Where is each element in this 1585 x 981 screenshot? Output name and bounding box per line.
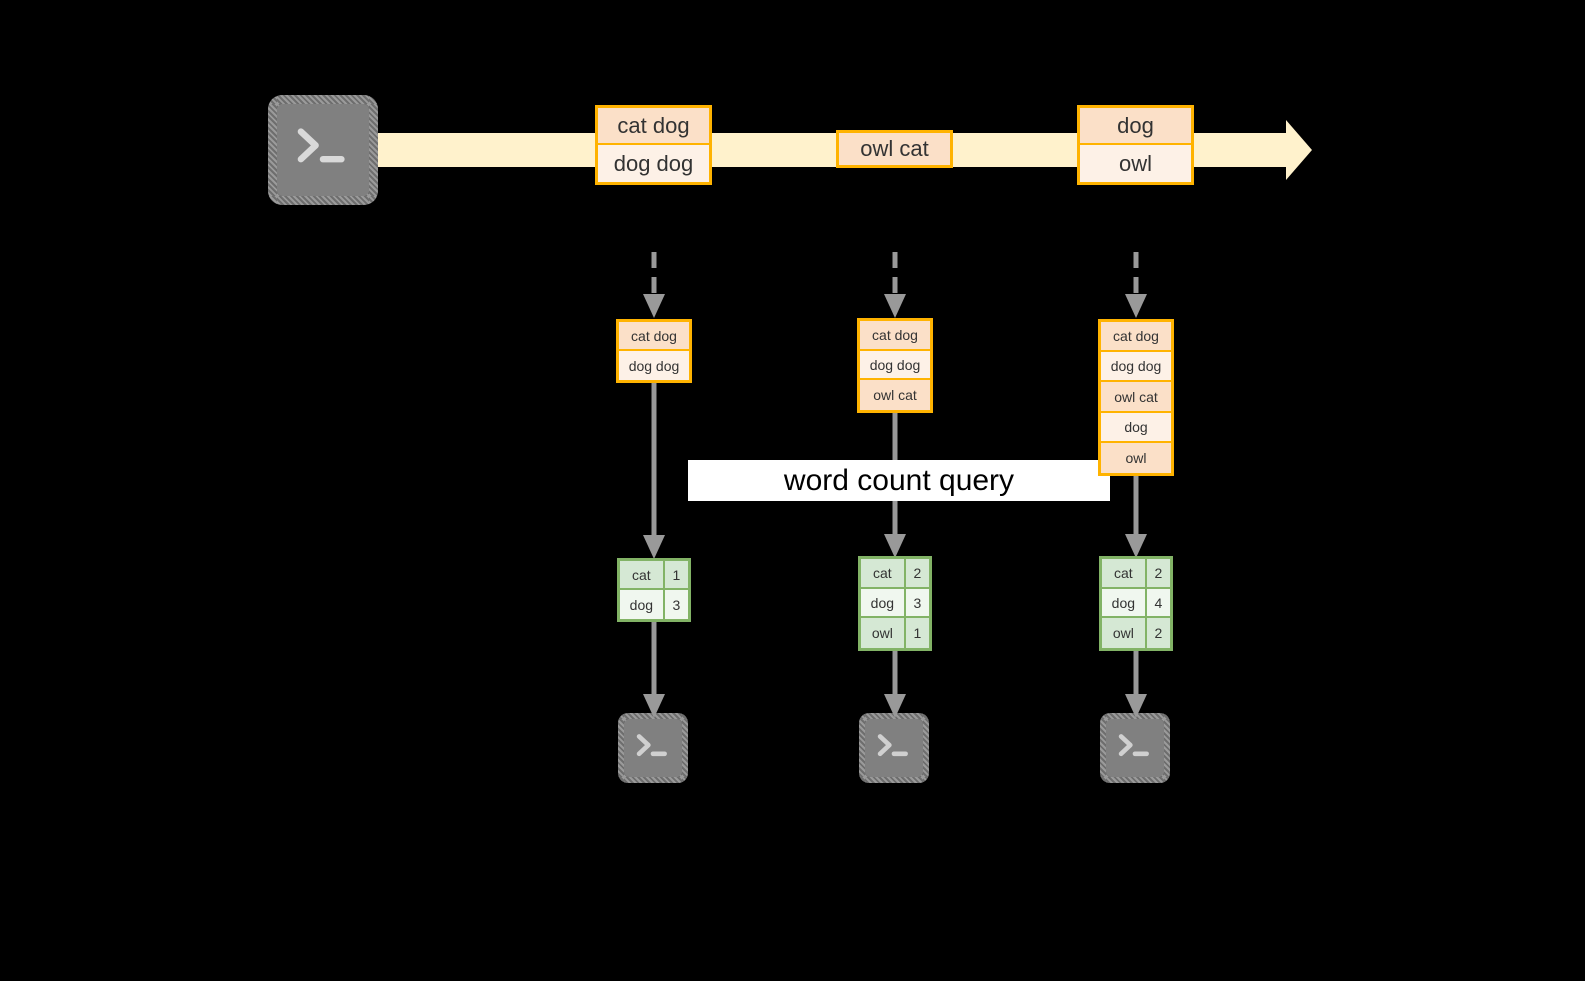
- result-row: cat 1: [620, 561, 688, 591]
- result-count-cell: 2: [905, 559, 929, 587]
- snapshot-1-input-table: cat dog dog dog: [616, 319, 692, 383]
- snapshot-3-sink-terminal-icon: [1100, 713, 1170, 783]
- result-word-cell: dog: [620, 590, 665, 619]
- result-count-cell: 2: [1146, 618, 1170, 649]
- result-word-cell: owl: [1102, 618, 1147, 649]
- terminal-body: [1106, 719, 1164, 777]
- stream-cell: cat dog: [598, 108, 709, 145]
- terminal-prompt-glyph: [877, 734, 908, 757]
- input-row: owl cat: [860, 380, 930, 411]
- stream-cell: dog: [1080, 108, 1191, 145]
- result-row: dog 3: [620, 590, 688, 619]
- result-row: cat 2: [861, 559, 929, 589]
- stream-group-batch-1: cat dog dog dog: [595, 105, 712, 185]
- input-row: dog dog: [619, 351, 689, 380]
- stream-cell: owl: [1080, 145, 1191, 182]
- terminal-prompt-glyph: [636, 734, 667, 757]
- snapshot-3-result-table: cat 2 dog 4 owl 2: [1099, 556, 1173, 651]
- result-row: owl 2: [1102, 618, 1170, 649]
- source-terminal-icon: [268, 95, 378, 205]
- terminal-body: [624, 719, 682, 777]
- snapshot-2-result-table: cat 2 dog 3 owl 1: [858, 556, 932, 651]
- input-row: cat dog: [1101, 322, 1171, 353]
- result-word-cell: cat: [620, 561, 665, 589]
- stream-group-batch-3: dog owl: [1077, 105, 1194, 185]
- snapshot-2-sink-terminal-icon: [859, 713, 929, 783]
- sink-connector-1: [639, 622, 669, 720]
- result-word-cell: dog: [861, 588, 906, 617]
- stream-cell: dog dog: [598, 145, 709, 182]
- input-row: owl: [1101, 442, 1171, 473]
- terminal-body: [865, 719, 923, 777]
- result-row: dog 3: [861, 588, 929, 619]
- terminal-prompt-glyph: [297, 128, 345, 163]
- result-count-cell: 4: [1146, 588, 1170, 617]
- stream-arrowhead: [1286, 120, 1312, 180]
- snapshot-1-result-table: cat 1 dog 3: [617, 558, 691, 622]
- query-connector-3: [1121, 476, 1151, 560]
- sink-connector-2: [880, 651, 910, 720]
- result-row: dog 4: [1102, 588, 1170, 619]
- terminal-body: [277, 104, 369, 196]
- input-row: owl cat: [1101, 382, 1171, 413]
- result-count-cell: 1: [664, 561, 688, 589]
- result-count-cell: 1: [905, 618, 929, 649]
- stream-group-batch-2: owl cat: [836, 130, 953, 168]
- snapshot-2-input-table: cat dog dog dog owl cat: [857, 318, 933, 413]
- terminal-prompt-glyph: [1118, 734, 1149, 757]
- input-row: dog: [1101, 412, 1171, 443]
- input-row: dog dog: [1101, 352, 1171, 383]
- result-word-cell: owl: [861, 618, 906, 649]
- dashed-connector-1: [639, 252, 669, 320]
- query-connector-1: [639, 383, 669, 561]
- result-count-cell: 3: [905, 588, 929, 617]
- dashed-connector-3: [1121, 252, 1151, 320]
- result-word-cell: cat: [1102, 559, 1147, 587]
- input-row: dog dog: [860, 350, 930, 381]
- sink-connector-3: [1121, 651, 1151, 720]
- dashed-connector-2: [880, 252, 910, 320]
- input-row: cat dog: [860, 321, 930, 351]
- result-row: owl 1: [861, 618, 929, 649]
- snapshot-1-sink-terminal-icon: [618, 713, 688, 783]
- result-word-cell: dog: [1102, 588, 1147, 617]
- result-word-cell: cat: [861, 559, 906, 587]
- input-row: cat dog: [619, 322, 689, 352]
- result-count-cell: 2: [1146, 559, 1170, 587]
- result-row: cat 2: [1102, 559, 1170, 589]
- word-count-query-banner: word count query: [688, 460, 1110, 501]
- result-count-cell: 3: [664, 590, 688, 619]
- snapshot-3-input-table: cat dog dog dog owl cat dog owl: [1098, 319, 1174, 476]
